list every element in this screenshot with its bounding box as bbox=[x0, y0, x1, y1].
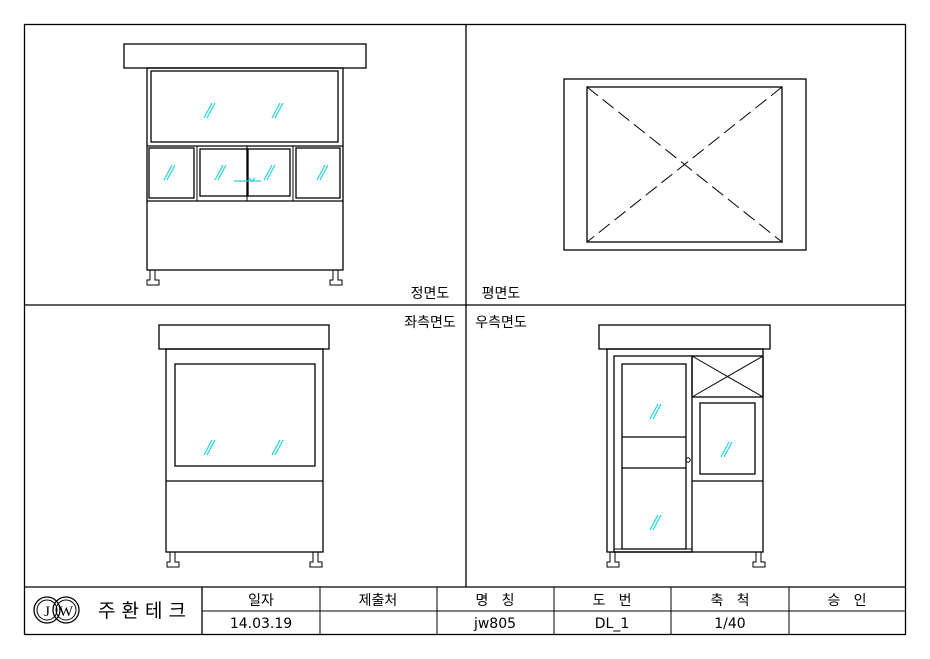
sheet-border bbox=[23, 23, 907, 636]
label-front-view: 정면도 bbox=[411, 286, 450, 302]
header-name: 명 칭 bbox=[475, 593, 514, 609]
title-block: J W 주 환 테 크 일자 제출처 명 칭 도 번 축 척 승 인 14.03… bbox=[24, 586, 906, 634]
left-side-view bbox=[158, 324, 330, 568]
header-submitted-to: 제출처 bbox=[359, 593, 398, 609]
value-date: 14.03.19 bbox=[230, 616, 292, 632]
door-knob bbox=[685, 457, 691, 463]
header-date: 일자 bbox=[248, 593, 274, 609]
company-logo: J W bbox=[33, 596, 80, 624]
right-side-view bbox=[598, 324, 771, 568]
value-name: jw805 bbox=[473, 616, 516, 632]
label-right-side-view: 우측면도 bbox=[475, 315, 527, 331]
header-approval: 승 인 bbox=[827, 593, 866, 609]
label-left-side-view: 좌측면도 bbox=[404, 315, 456, 331]
svg-text:J: J bbox=[44, 604, 50, 620]
glass-hatch bbox=[163, 102, 329, 182]
value-drawing-no: DL_1 bbox=[595, 616, 630, 632]
header-scale: 축 척 bbox=[710, 593, 749, 609]
front-view bbox=[123, 43, 367, 286]
company-name: 주 환 테 크 bbox=[98, 600, 186, 622]
svg-text:W: W bbox=[59, 604, 74, 620]
header-drawing-no: 도 번 bbox=[592, 593, 631, 609]
value-scale: 1/40 bbox=[714, 616, 745, 632]
label-plan-view: 평면도 bbox=[482, 286, 521, 302]
plan-view bbox=[563, 78, 807, 251]
